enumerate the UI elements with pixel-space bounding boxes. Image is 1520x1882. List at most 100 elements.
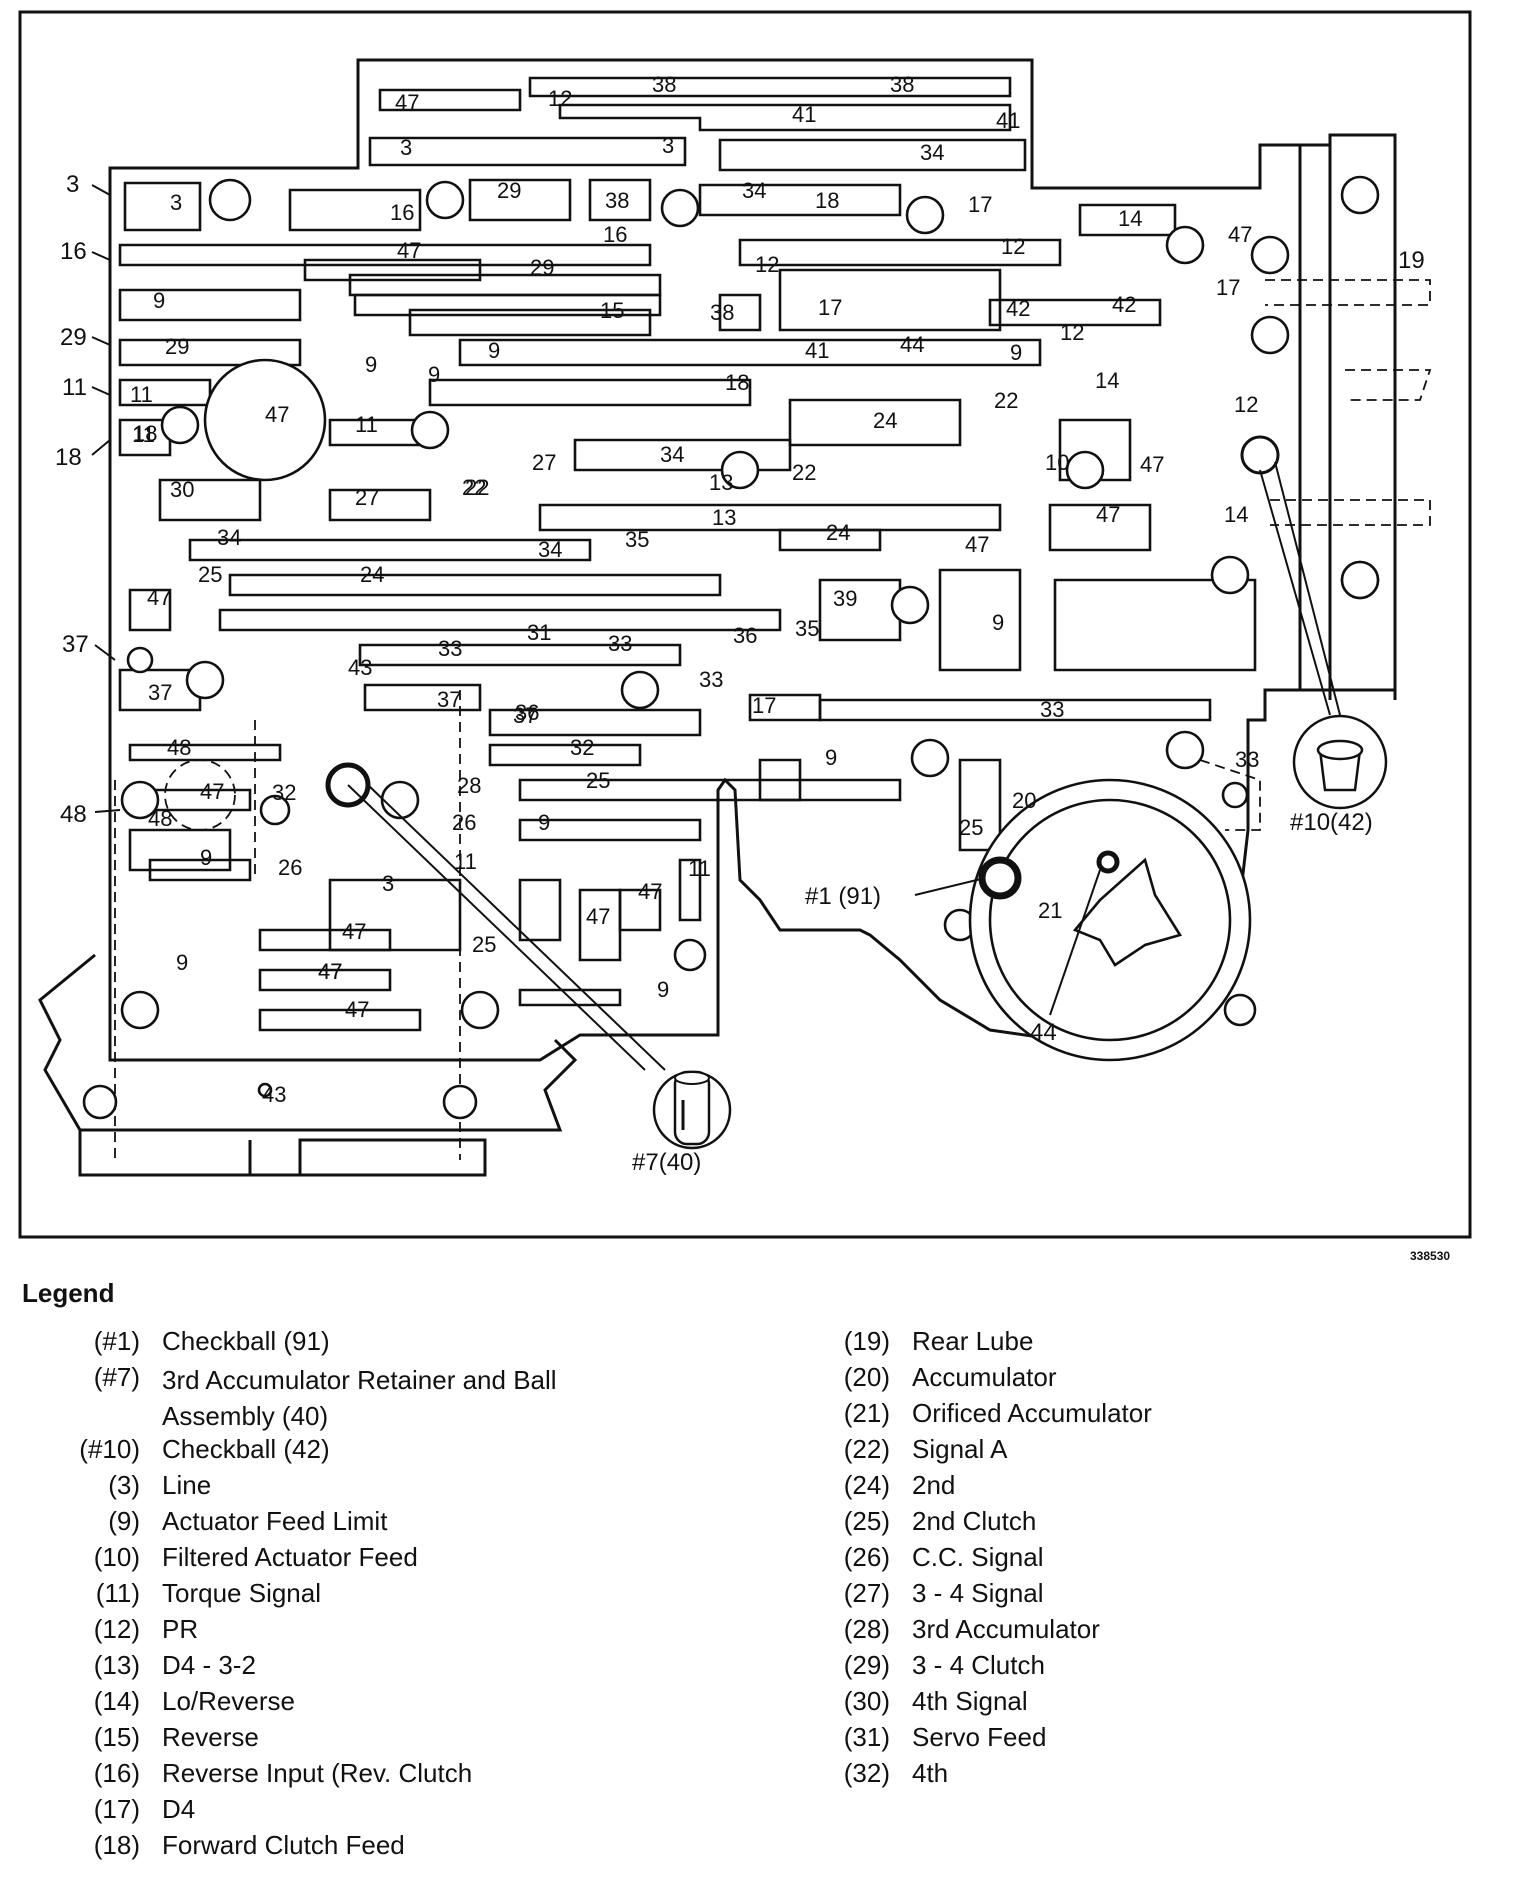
channel-label: 17 — [752, 693, 776, 718]
channel-label: 9 — [538, 810, 550, 835]
legend-code: (19) — [843, 1326, 890, 1356]
channel-label: 12 — [755, 252, 779, 277]
legend-text: 4th — [912, 1758, 949, 1788]
channel-label: 22 — [465, 475, 489, 500]
channel-label: 15 — [600, 298, 624, 323]
channel-label: 9 — [428, 362, 440, 387]
channel-label: 3 — [400, 135, 412, 160]
channel-label: 48 — [167, 735, 191, 760]
channel-label: 34 — [660, 442, 684, 467]
channel-label: 3 — [382, 871, 394, 896]
legend-code: (32) — [843, 1758, 890, 1788]
legend-code: (29) — [843, 1650, 890, 1680]
channel-label: 42 — [1006, 296, 1030, 321]
legend-item: (25)2nd Clutch — [790, 1506, 1490, 1542]
legend-title: Legend — [22, 1278, 115, 1308]
channel-label: 11 — [355, 412, 378, 437]
legend-item: (3)Line — [40, 1470, 740, 1506]
legend-text: Checkball (42) — [162, 1434, 330, 1464]
channel-label: 14 — [1095, 368, 1119, 393]
legend-text: 2nd — [912, 1470, 956, 1500]
legend-text: 3rd Accumulator — [912, 1614, 1100, 1644]
legend-text: Torque Signal — [162, 1578, 321, 1608]
leader-lines — [91, 184, 1341, 1071]
legend-text: 4th Signal — [912, 1686, 1028, 1716]
channel-label: 35 — [625, 527, 649, 552]
legend: Legend (#1)Checkball (91)(#7) 3rd Accumul… — [0, 1270, 1520, 1870]
channel-label: 25 — [198, 562, 222, 587]
channel-label: 47 — [395, 90, 419, 115]
retainer-7-icon — [652, 1070, 732, 1150]
channel-label: 11 — [132, 422, 155, 447]
legend-item: (27)3 - 4 Signal — [790, 1578, 1490, 1614]
legend-item: (12)PR — [40, 1614, 740, 1650]
channel-label: 42 — [1112, 292, 1136, 317]
legend-item: (22)Signal A — [790, 1434, 1490, 1470]
legend-text: Forward Clutch Feed — [162, 1830, 405, 1860]
legend-code: (12) — [93, 1614, 140, 1644]
channel-label: 26 — [278, 855, 302, 880]
channel-label: 14 — [1224, 502, 1248, 527]
channel-label: 36 — [733, 623, 757, 648]
channel-label: 22 — [462, 475, 486, 500]
channel-label: 47 — [1140, 452, 1164, 477]
legend-text: 3rd Accumulator Retainer and Ball Assemb… — [162, 1365, 557, 1431]
channel-label: 38 — [605, 188, 629, 213]
channel-label: 12 — [1234, 392, 1258, 417]
callout-18: 18 — [55, 444, 82, 471]
channel-label: 14 — [1118, 206, 1142, 231]
channel-label: 33 — [699, 667, 723, 692]
legend-code: (26) — [843, 1542, 890, 1572]
callout-19: 19 — [1398, 247, 1425, 274]
legend-item: (15)Reverse — [40, 1722, 740, 1758]
legend-item: (14)Lo/Reverse — [40, 1686, 740, 1722]
channel-label: 27 — [355, 485, 379, 510]
label-checkball-10: #10(42) — [1290, 809, 1373, 836]
legend-code: (#7) — [93, 1362, 140, 1392]
channel-label: 32 — [570, 735, 594, 760]
channel-label: 44 — [900, 332, 924, 357]
legend-code: (28) — [843, 1614, 890, 1644]
legend-text: D4 — [162, 1794, 196, 1824]
channel-label: 20 — [1012, 788, 1036, 813]
callout-48: 48 — [60, 801, 87, 828]
channel-label: 24 — [826, 520, 850, 545]
channel-label: 24 — [873, 408, 897, 433]
channel-label: 41 — [996, 108, 1020, 133]
channel-label: 13 — [712, 505, 736, 530]
channel-label: 18 — [133, 421, 157, 446]
channel-label: 3 — [170, 190, 182, 215]
channel-label: 47 — [342, 919, 366, 944]
valve-body-diagram: 4712383841413334329383418171616144747291… — [18, 10, 1472, 1260]
legend-item: (11)Torque Signal — [40, 1578, 740, 1614]
channel-label: 47 — [965, 532, 989, 557]
channel-label: 9 — [176, 950, 188, 975]
legend-item: (28) 3rd Accumulator — [790, 1614, 1490, 1650]
channel-label: 38 — [710, 300, 734, 325]
legend-code: (25) — [843, 1506, 890, 1536]
legend-item: (19)Rear Lube — [790, 1326, 1490, 1362]
channel-label: 9 — [992, 610, 1004, 635]
legend-code: (9) — [108, 1506, 140, 1536]
channel-label: 37 — [148, 680, 172, 705]
channel-label: 9 — [657, 977, 669, 1002]
channel-label: 11 — [688, 856, 711, 881]
channel-label: 47 — [586, 904, 610, 929]
figure-number: 338530 — [1410, 1249, 1450, 1260]
checkball-10 — [1240, 435, 1280, 475]
channel-label: 29 — [497, 178, 521, 203]
channel-label: 31 — [527, 620, 551, 645]
channel-label: 11 — [454, 849, 477, 874]
channel-label: 34 — [920, 140, 944, 165]
part-44-orifice — [1096, 850, 1120, 874]
channel-label: 35 — [795, 616, 819, 641]
legend-item: (#1)Checkball (91) — [40, 1326, 740, 1362]
legend-item: (32) 4th — [790, 1758, 1490, 1794]
channel-label: 29 — [165, 334, 189, 359]
legend-code: (#1) — [93, 1326, 140, 1356]
accumulator-housing — [968, 778, 1252, 1062]
channel-label: 3 — [662, 133, 674, 158]
channel-label: 12 — [1060, 320, 1084, 345]
callout-44: 44 — [1030, 1019, 1057, 1046]
